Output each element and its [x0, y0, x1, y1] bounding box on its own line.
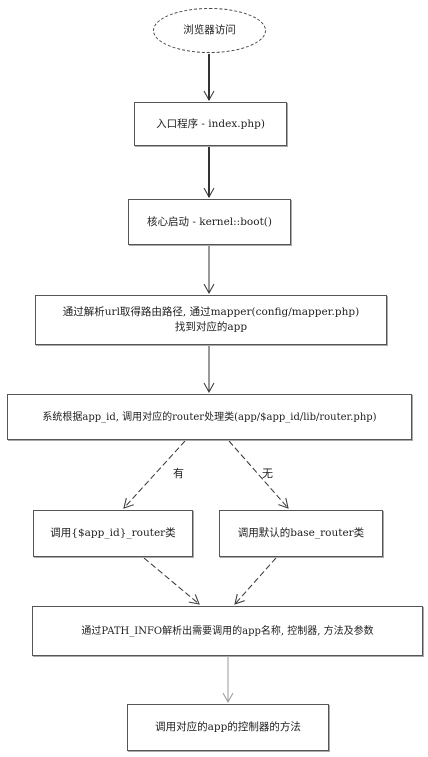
node-call-controller: 调用对应的app的控制器的方法 — [127, 704, 329, 751]
node-entry-program-label: 入口程序 - index.php) — [156, 117, 265, 130]
edge-label-yes: 有 — [173, 467, 184, 480]
node-entry-program: 入口程序 - index.php) — [134, 102, 287, 146]
node-router-class: 系统根据app_id, 调用对应的router处理类(app/$app_id/l… — [7, 394, 412, 440]
node-call-base-router: 调用默认的base_router类 — [219, 510, 383, 557]
node-pathinfo-parse: 通过PATH_INFO解析出需要调用的app名称, 控制器, 方法及参数 — [32, 606, 423, 656]
node-call-app-router-label: 调用{$app_id}_router类 — [50, 527, 176, 539]
node-kernel-boot: 核心启动 - kernel::boot() — [128, 199, 291, 245]
node-resolve-route-label: 通过解析url取得路由路径, 通过mapper(config/mapper.ph… — [62, 306, 360, 333]
node-browser-access-label: 浏览器访问 — [183, 24, 236, 36]
node-call-base-router-label: 调用默认的base_router类 — [237, 527, 365, 539]
edge-router-to-base-router — [228, 440, 289, 509]
node-router-class-label: 系统根据app_id, 调用对应的router处理类(app/$app_id/l… — [42, 411, 377, 423]
node-pathinfo-parse-label: 通过PATH_INFO解析出需要调用的app名称, 控制器, 方法及参数 — [81, 625, 374, 637]
node-kernel-boot-label: 核心启动 - kernel::boot() — [146, 215, 272, 228]
node-resolve-route: 通过解析url取得路由路径, 通过mapper(config/mapper.ph… — [35, 295, 387, 345]
edge-router-to-app-router — [123, 440, 186, 509]
node-call-controller-label: 调用对应的app的控制器的方法 — [155, 721, 301, 733]
node-call-app-router: 调用{$app_id}_router类 — [33, 510, 193, 557]
edge-base-router-to-pathinfo — [234, 557, 277, 605]
node-browser-access: 浏览器访问 — [153, 8, 266, 53]
edge-label-no: 无 — [262, 467, 273, 480]
edge-app-router-to-pathinfo — [143, 557, 200, 605]
